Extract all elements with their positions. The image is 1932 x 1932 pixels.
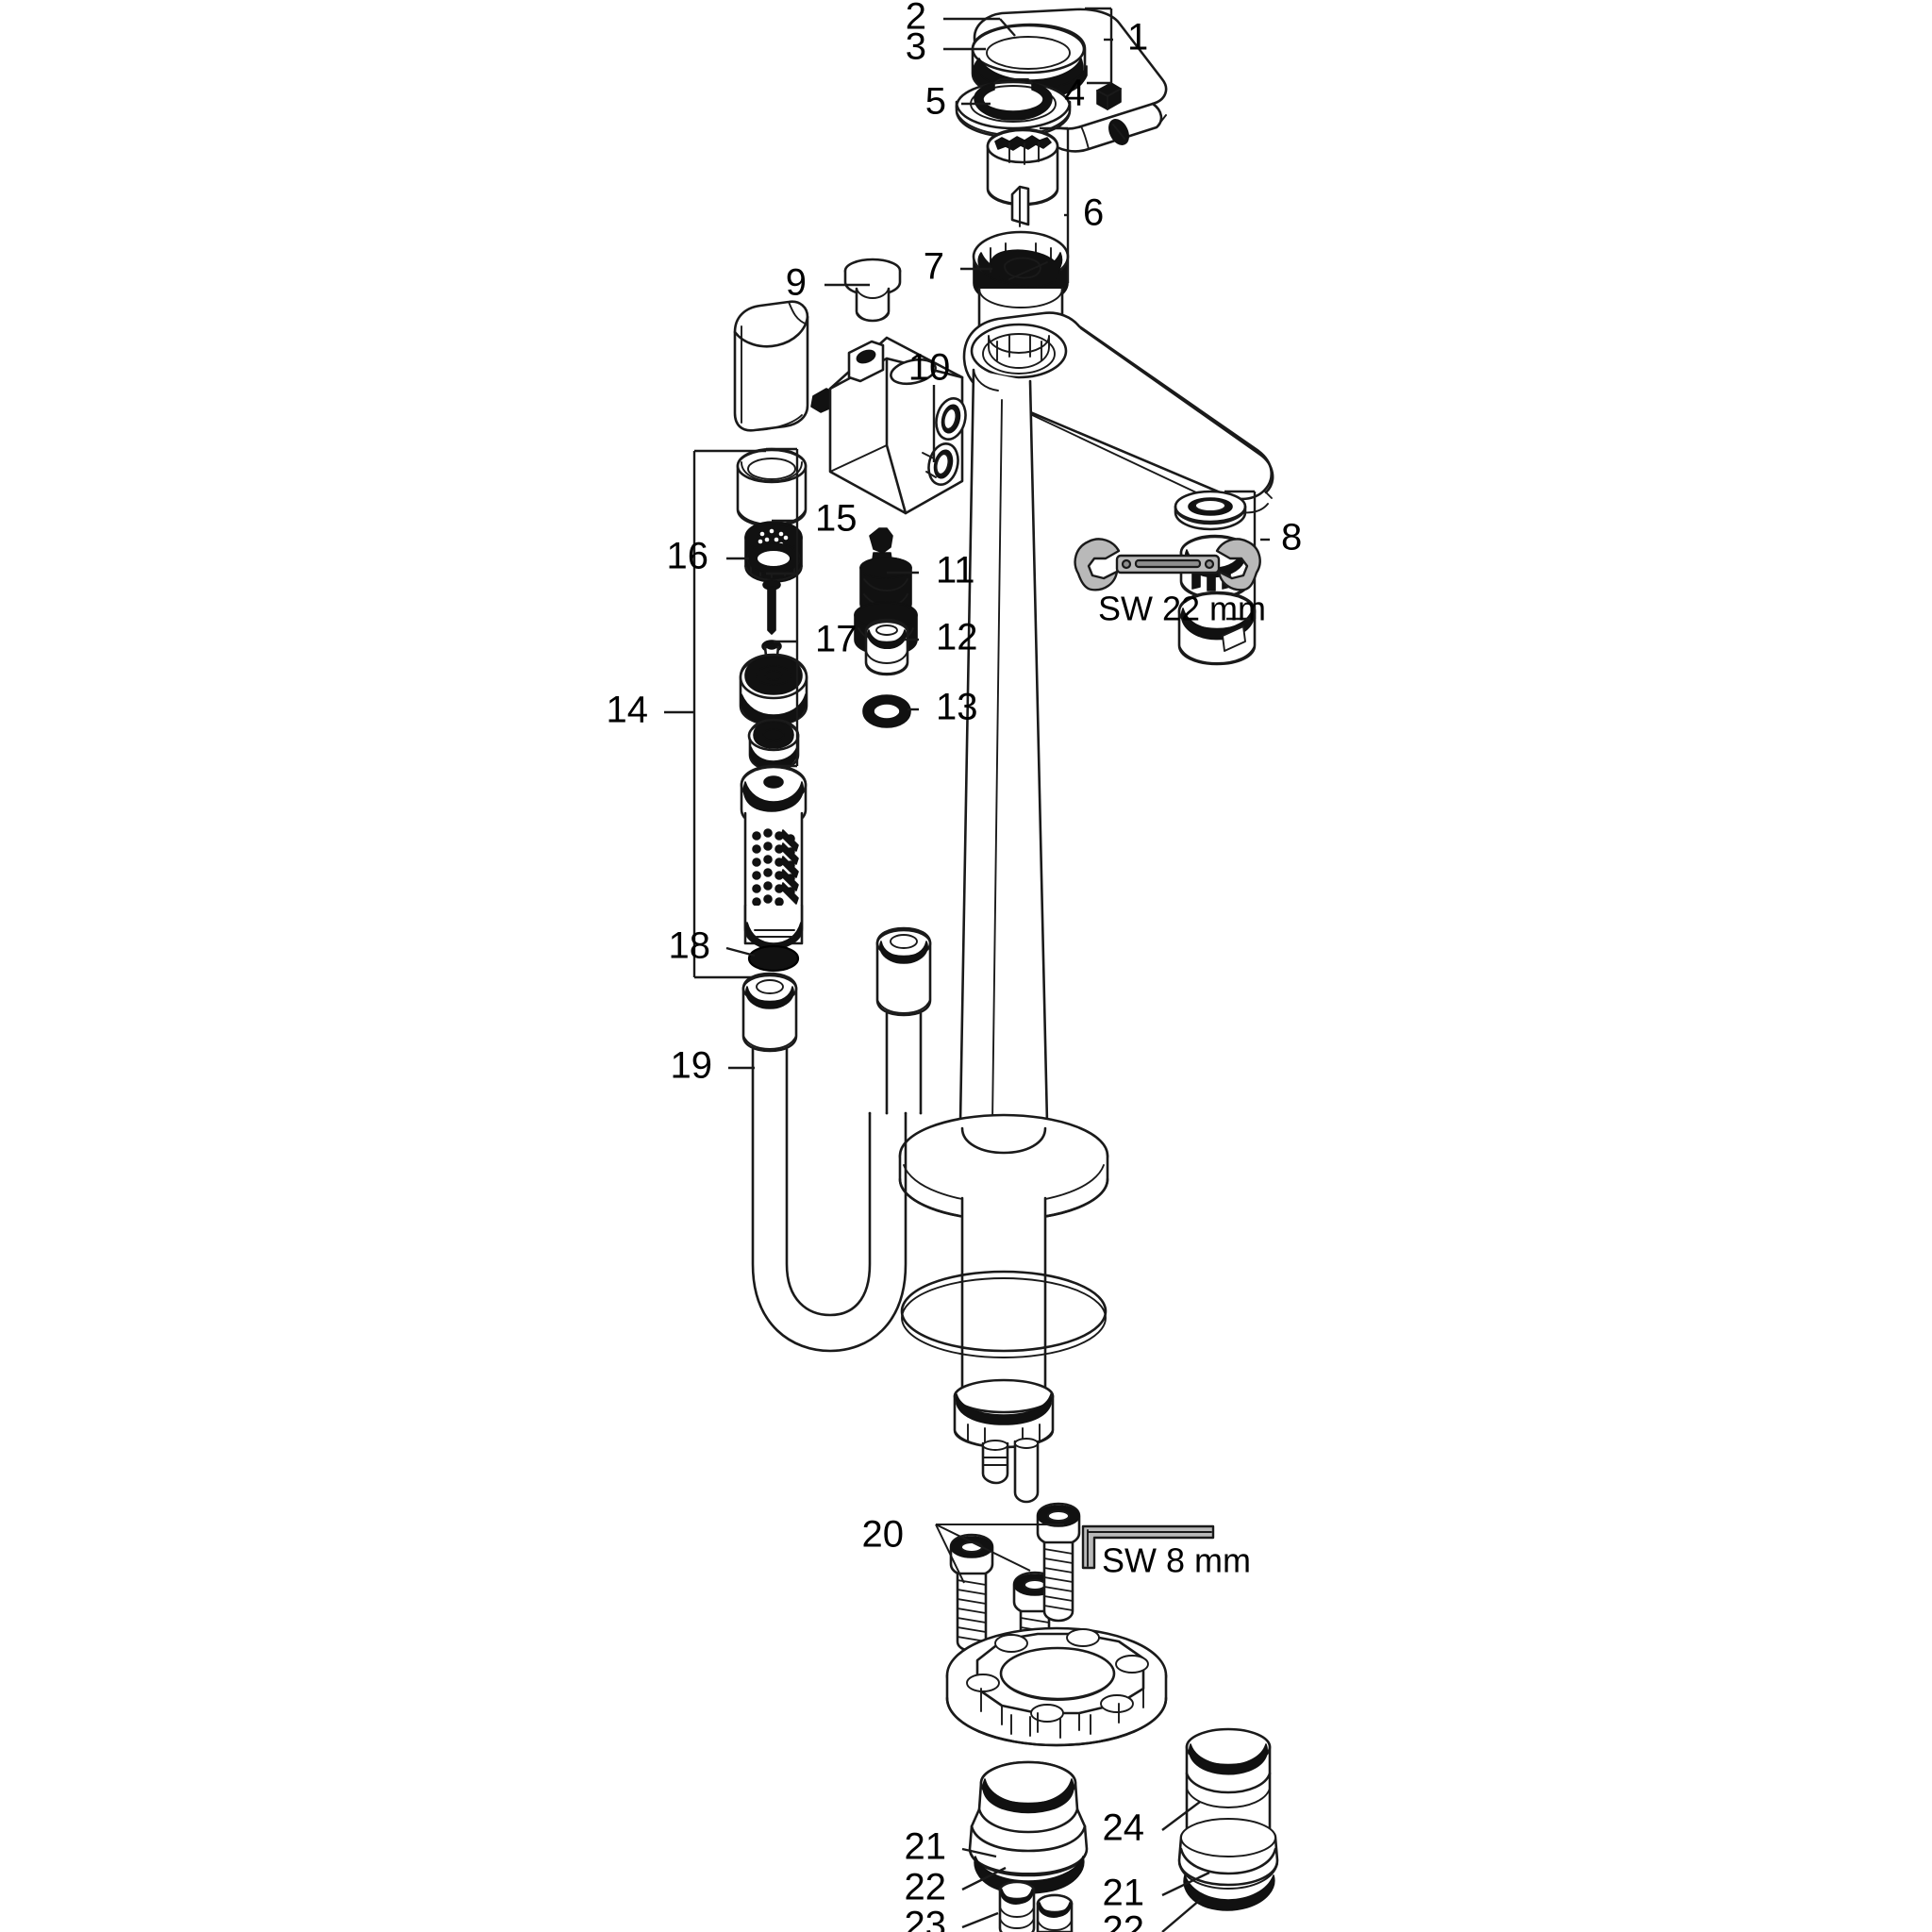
tool-label-sw22: SW 22 mm <box>1098 590 1266 628</box>
tool-hex-allen-key-icon <box>1081 1524 1215 1570</box>
callout-6: 6 <box>1083 192 1104 234</box>
callout-11: 11 <box>936 550 975 591</box>
part-cartridge-retaining-clip <box>990 249 1061 288</box>
callout-7: 7 <box>924 246 944 288</box>
callout-21: 21 <box>905 1826 947 1868</box>
callout-24: 24 <box>1103 1807 1145 1849</box>
part-hose-holder-bracket <box>828 336 967 515</box>
callout-23: 23 <box>905 1905 947 1932</box>
callout-4: 4 <box>1064 73 1085 114</box>
part-grub-screw-and-plug <box>1096 82 1129 145</box>
part-shower-seal-ring <box>746 542 801 575</box>
part-shower-internal-kit <box>739 579 808 772</box>
part-extension-sleeve <box>1185 1727 1272 1849</box>
callout-5: 5 <box>925 81 946 123</box>
part-main-spout-body <box>898 311 1274 1504</box>
part-cartridge-cap <box>986 127 1059 207</box>
part-base-mounting-plate <box>945 1626 1168 1747</box>
callout-14: 14 <box>607 690 649 731</box>
tool-open-end-wrench-icon <box>1074 538 1261 591</box>
callout-18: 18 <box>669 925 711 967</box>
callout-17: 17 <box>815 619 858 660</box>
part-filter-gasket <box>747 944 800 973</box>
callout-16: 16 <box>667 536 709 577</box>
part-cap-plug <box>843 258 902 323</box>
callout-20: 20 <box>862 1514 905 1556</box>
callout-10: 10 <box>908 347 951 389</box>
callout-22b: 22 <box>1103 1909 1145 1932</box>
bracket-group-1 <box>1085 7 1113 85</box>
part-connector-nipple-lower <box>1177 1818 1279 1911</box>
callout-3: 3 <box>906 26 926 68</box>
bracket-group-6 <box>1040 126 1070 283</box>
part-bushing-sleeve <box>864 618 909 676</box>
callout-numbers: 1 2 3 4 5 6 7 8 9 10 11 12 13 14 15 16 1… <box>607 0 1303 1932</box>
part-hand-shower-body <box>740 764 808 950</box>
part-filter-inserts <box>998 1880 1074 1932</box>
tool-label-sw8: SW 8 mm <box>1102 1541 1251 1580</box>
part-shower-hose <box>741 926 932 1353</box>
callout-12: 12 <box>936 617 978 658</box>
part-hose-cradle <box>733 300 809 432</box>
callout-2: 2 <box>906 0 926 38</box>
callout-1: 1 <box>1127 17 1148 58</box>
callout-15: 15 <box>815 498 858 540</box>
leader-group-20 <box>935 1524 1064 1584</box>
part-shower-sleeve <box>736 447 808 528</box>
callout-19: 19 <box>671 1045 713 1087</box>
callout-22: 22 <box>905 1867 947 1908</box>
callout-13: 13 <box>936 687 978 728</box>
part-o-ring-seal <box>862 694 911 728</box>
callout-21b: 21 <box>1103 1873 1145 1914</box>
callout-9: 9 <box>786 262 807 304</box>
part-connector-nipple-upper <box>968 1760 1089 1894</box>
callout-leaders <box>664 17 1270 1932</box>
callout-8: 8 <box>1281 517 1302 558</box>
